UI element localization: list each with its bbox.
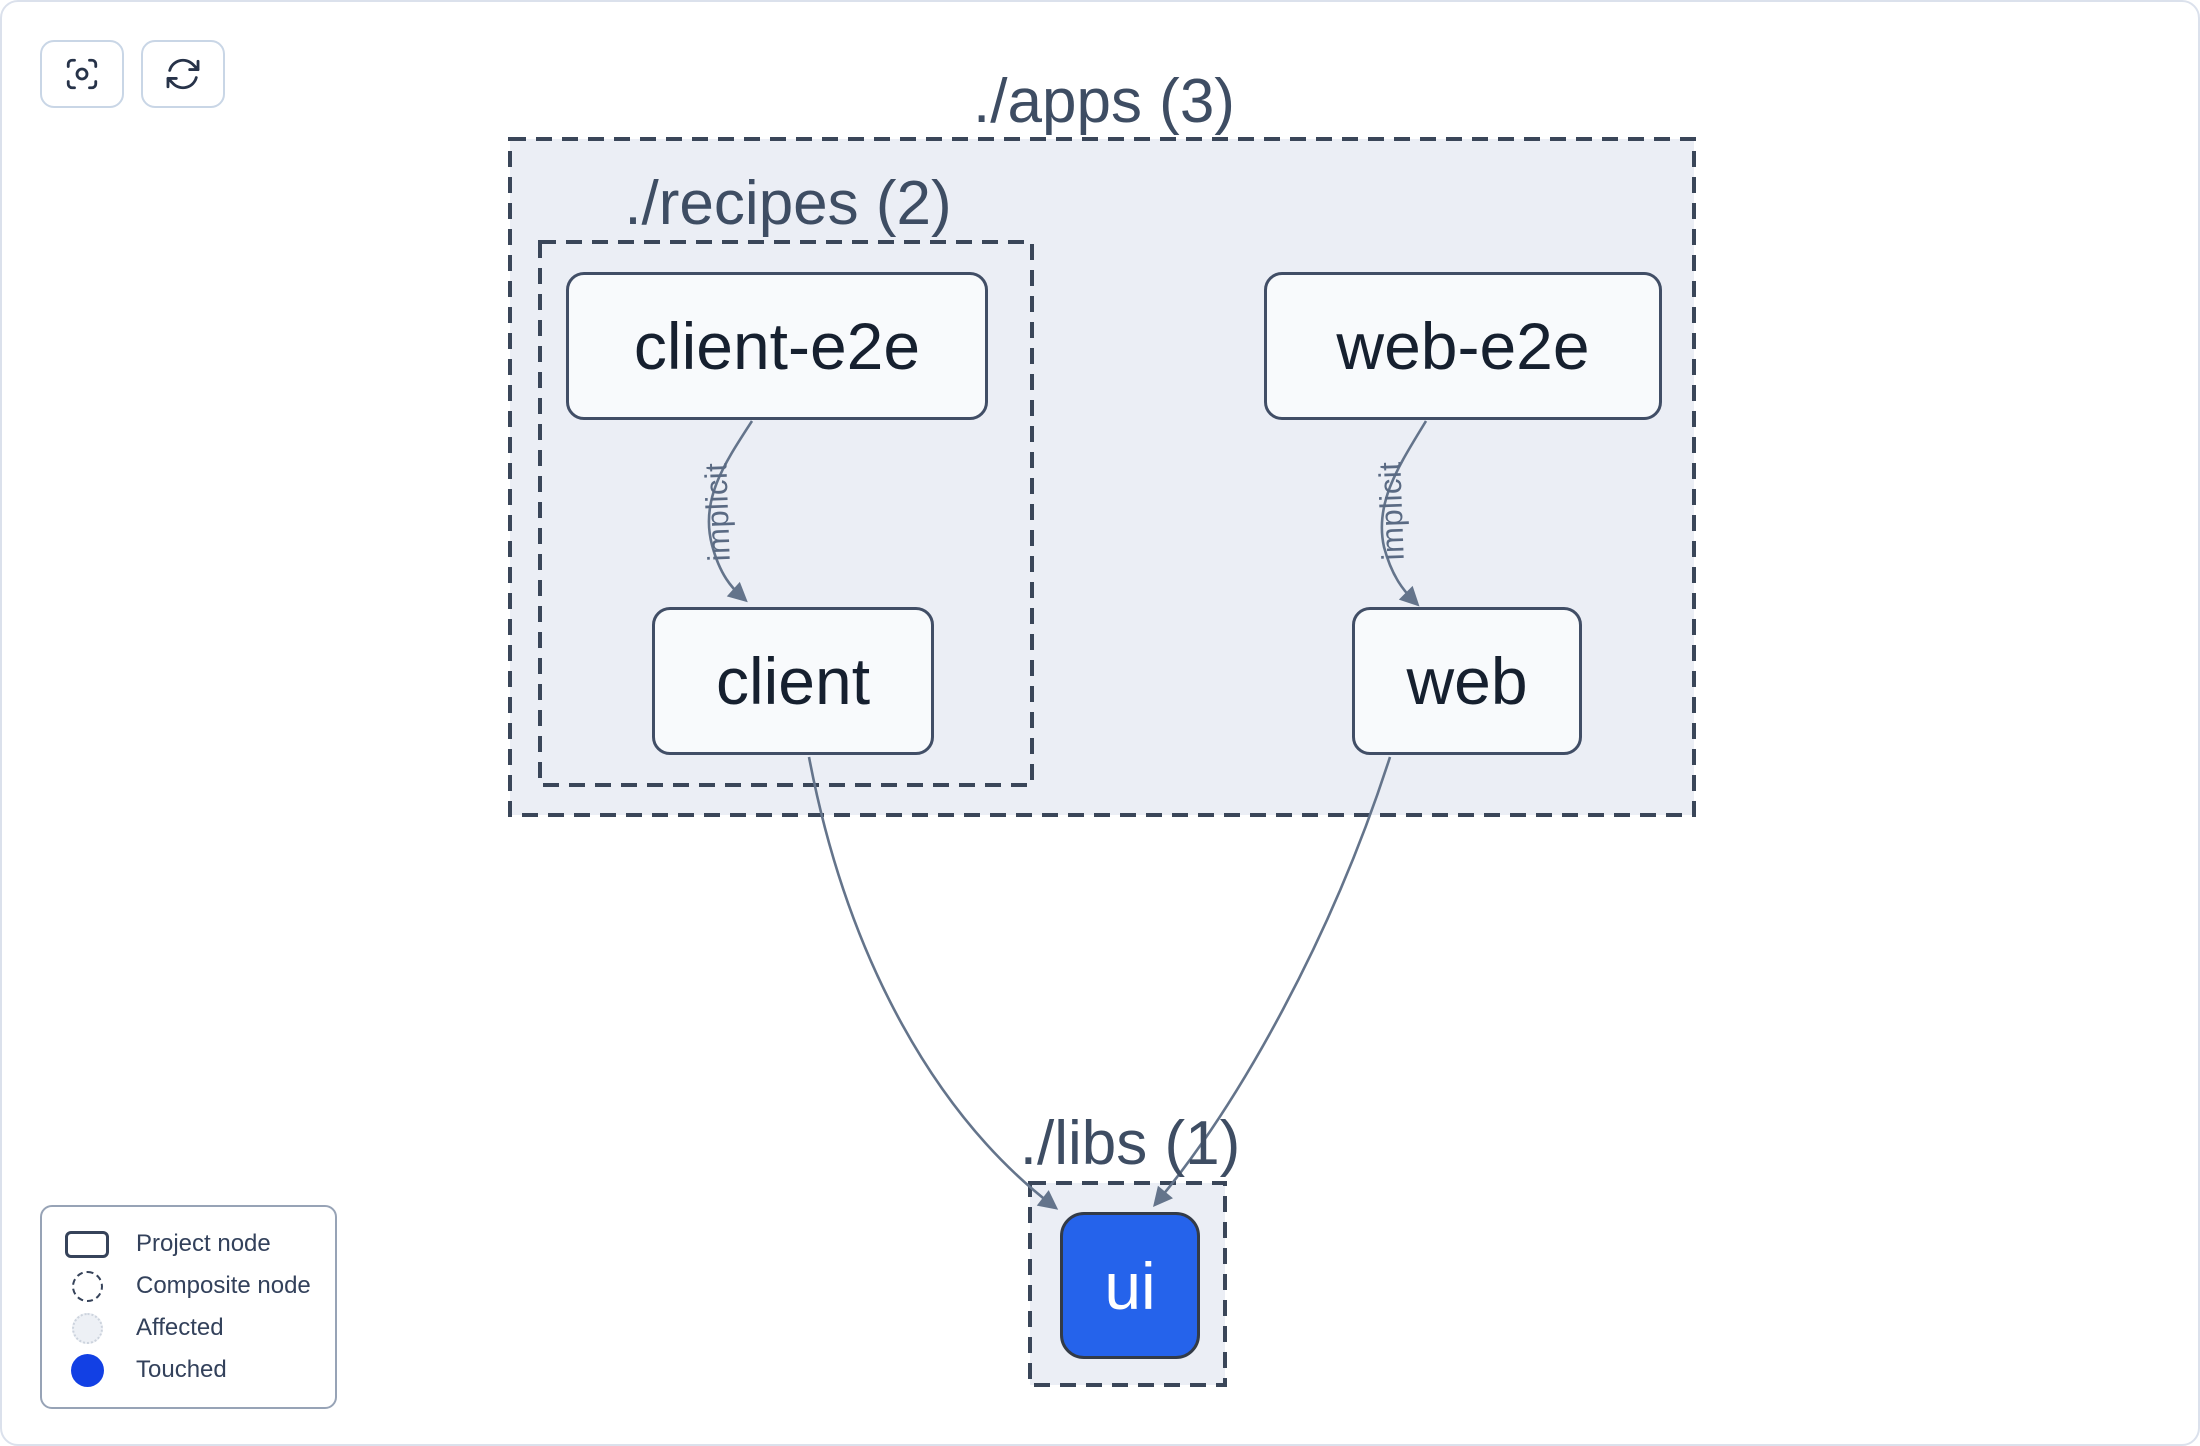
legend-item-project-node: Project node (62, 1223, 315, 1265)
project-node-client-e2e[interactable]: client-e2e (566, 272, 988, 420)
legend-label: Composite node (136, 1272, 311, 1299)
edge-web-ui[interactable] (1153, 756, 1392, 1208)
project-node-label: client-e2e (633, 309, 921, 383)
project-node-label: client (715, 644, 871, 718)
edge-web-e2e-web[interactable] (1380, 420, 1428, 607)
project-node-ui-touched[interactable]: ui (1060, 1212, 1200, 1359)
touched-swatch (62, 1353, 112, 1387)
edge-client-ui[interactable] (807, 756, 1059, 1210)
center-graph-button[interactable] (40, 40, 124, 108)
legend-label: Touched (136, 1356, 227, 1383)
legend-item-composite-node: Composite node (62, 1265, 315, 1307)
project-node-label: web-e2e (1336, 309, 1590, 383)
composite-label-recipes[interactable]: ./recipes (2) (624, 169, 952, 238)
legend-item-affected: Affected (62, 1307, 315, 1349)
project-node-client[interactable]: client (652, 607, 934, 755)
project-node-label: web (1406, 644, 1528, 718)
affected-swatch (62, 1312, 112, 1344)
composite-label-libs[interactable]: ./libs (1) (1019, 1109, 1241, 1178)
project-node-web[interactable]: web (1352, 607, 1582, 755)
legend-label: Project node (136, 1230, 271, 1257)
refresh-icon (163, 54, 203, 94)
composite-node-swatch (62, 1270, 112, 1302)
legend-item-touched: Touched (62, 1349, 315, 1391)
viewfinder-icon (62, 54, 102, 94)
project-node-web-e2e[interactable]: web-e2e (1264, 272, 1662, 420)
edge-label-implicit: implicit (1372, 461, 1411, 561)
composite-label-apps[interactable]: ./apps (3) (973, 67, 1235, 136)
refresh-graph-button[interactable] (141, 40, 225, 108)
project-node-label: ui (1104, 1248, 1156, 1323)
edge-label-implicit: implicit (698, 462, 737, 562)
legend-label: Affected (136, 1314, 224, 1341)
project-node-swatch (62, 1230, 112, 1258)
edge-client-e2e-client[interactable] (707, 420, 754, 603)
legend-panel: Project node Composite node Affected Tou… (40, 1205, 337, 1409)
